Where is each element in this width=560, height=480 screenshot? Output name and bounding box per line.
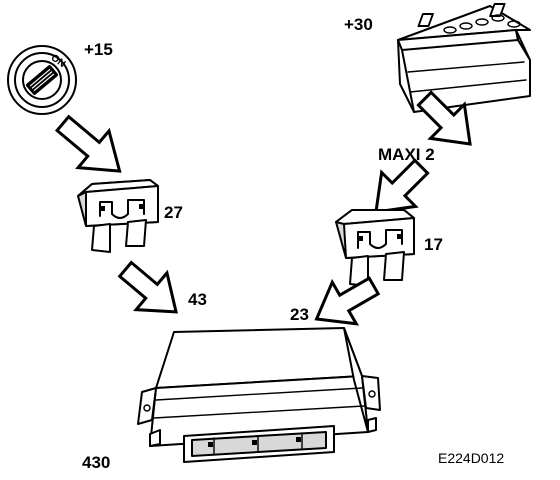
wire-43-label: 43 [188, 290, 207, 309]
arrow-fuse-17-to-control-unit [314, 276, 381, 326]
fuse-27-icon [77, 179, 159, 253]
wire-23-label: 23 [290, 305, 309, 324]
ignition-terminal-label: +15 [84, 40, 113, 59]
control-unit-icon [137, 327, 381, 463]
figure-code-label: E224D012 [438, 450, 504, 466]
fuse-17-label: 17 [424, 235, 443, 254]
fuse-27-label: 27 [164, 203, 183, 222]
arrow-fuse-27-to-control-unit [117, 260, 178, 314]
fuse-17-icon [335, 209, 415, 287]
arrow-maxi-to-fuse-17 [374, 158, 430, 214]
arrow-ignition-to-fuse-27 [54, 114, 122, 173]
arrow-battery-to-maxi [416, 90, 472, 146]
battery-icon [397, 3, 531, 113]
maxi-fuse-label: MAXI 2 [378, 145, 435, 164]
control-unit-label: 430 [82, 453, 110, 472]
battery-terminal-label: +30 [344, 15, 373, 34]
ignition-switch-icon: ON [7, 45, 77, 115]
